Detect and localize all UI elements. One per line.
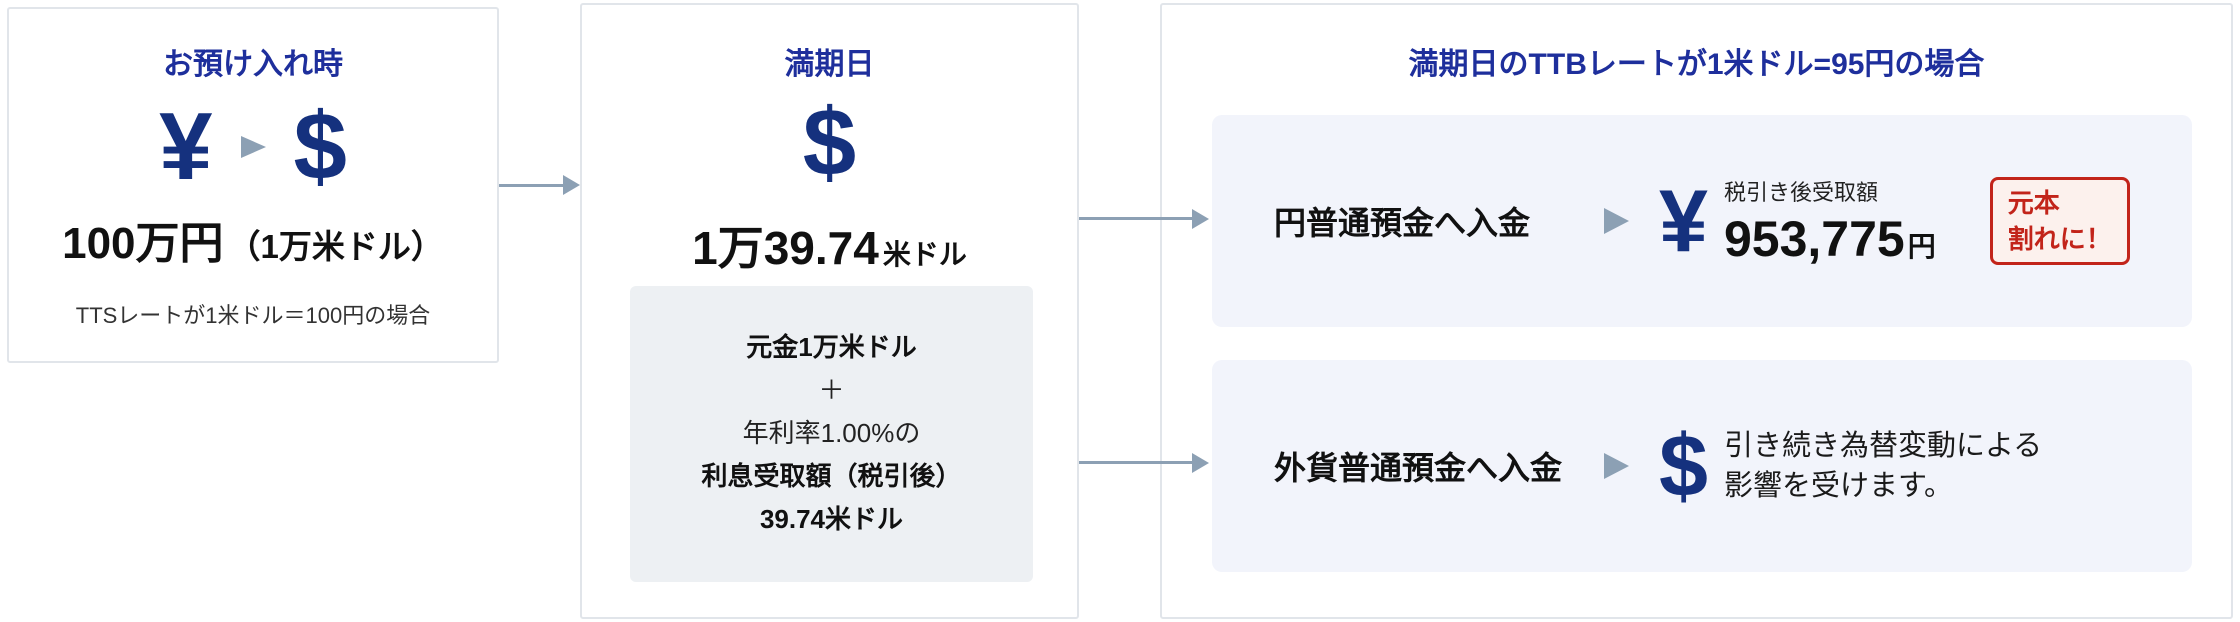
deposit-amount-jpy: 100万円 [62, 219, 224, 268]
jpy-deposit-option: 円普通預金へ入金 ¥ 税引き後受取額 953,775 円 元本 割れに！ [1212, 115, 2192, 327]
after-tax-caption: 税引き後受取額 [1723, 179, 1878, 205]
deposit-amount-usd: （1万米ドル） [227, 228, 444, 265]
deposit-time-box: お預け入れ時 ¥ $ 100万円 （1万米ドル） TTSレートが1米ドル＝100… [7, 7, 499, 363]
breakdown-interest-label: 利息受取額（税引後） [701, 461, 962, 491]
dollar-icon: $ [802, 89, 857, 196]
yen-icon: ¥ [1659, 171, 1708, 270]
connector-maturity-to-fx [1079, 461, 1194, 464]
maturity-amount: 1万39.74 米ドル [582, 212, 1077, 278]
dollar-icon: $ [293, 93, 347, 200]
maturity-box: 満期日 $ 1万39.74 米ドル 元金1万米ドル ＋ 年利率1.00%の 利息… [580, 3, 1079, 619]
fx-impact-note-line1: 引き続き為替変動による [1723, 430, 2043, 462]
arrow-right-icon [1604, 208, 1629, 234]
maturity-currency-row: $ [582, 91, 1077, 195]
arrow-right-icon [1604, 453, 1629, 479]
after-tax-result: 税引き後受取額 953,775 円 [1724, 175, 1936, 268]
jpy-deposit-label: 円普通預金へ入金 [1274, 205, 1531, 241]
scenario-title: 満期日のTTBレートが1米ドル=95円の場合 [1408, 48, 1985, 81]
maturity-scenario-box: 満期日のTTBレートが1米ドル=95円の場合 円普通預金へ入金 ¥ 税引き後受取… [1160, 3, 2233, 619]
principal-loss-badge-line2: 割れに！ [2007, 224, 2112, 254]
connector-maturity-to-jpy [1079, 217, 1194, 220]
currency-exchange-row: ¥ $ [9, 95, 497, 199]
maturity-amount-unit: 米ドル [882, 239, 967, 270]
breakdown-plus: ＋ [818, 375, 845, 405]
after-tax-amount: 953,775 円 [1724, 210, 1936, 268]
interest-breakdown-panel: 元金1万米ドル ＋ 年利率1.00%の 利息受取額（税引後） 39.74米ドル [630, 286, 1033, 582]
arrow-right-icon [240, 136, 266, 158]
connector-deposit-to-maturity [499, 184, 565, 187]
breakdown-interest-value: 39.74米ドル [759, 504, 904, 534]
fx-deposit-label: 外貨普通預金へ入金 [1274, 450, 1563, 486]
yen-icon: ¥ [159, 93, 213, 200]
breakdown-principal: 元金1万米ドル [746, 332, 917, 362]
connector-deposit-to-maturity-arrowhead-icon [563, 175, 580, 195]
jpy-deposit-row: 円普通預金へ入金 ¥ 税引き後受取額 953,775 円 元本 割れに！ [1212, 115, 2192, 327]
fx-impact-note: 引き続き為替変動による 影響を受けます。 [1724, 426, 2042, 506]
after-tax-amount-value: 953,775 [1723, 210, 1905, 267]
principal-loss-badge: 元本 割れに！ [1989, 177, 2130, 265]
tts-rate-note: TTSレートが1米ドル＝100円の場合 [75, 303, 431, 328]
maturity-title: 満期日 [784, 48, 875, 81]
deposit-amount: 100万円 （1万米ドル） [9, 207, 497, 271]
connector-maturity-to-jpy-arrowhead-icon [1192, 209, 1209, 229]
deposit-time-title: お預け入れ時 [163, 48, 343, 81]
fx-deposit-option: 外貨普通預金へ入金 $ 引き続き為替変動による 影響を受けます。 [1212, 360, 2192, 572]
connector-maturity-to-fx-arrowhead-icon [1192, 453, 1209, 473]
fx-impact-note-line2: 影響を受けます。 [1723, 470, 1954, 502]
fx-deposit-row: 外貨普通預金へ入金 $ 引き続き為替変動による 影響を受けます。 [1212, 360, 2192, 572]
principal-loss-badge-line1: 元本 [2007, 188, 2060, 218]
breakdown-rate: 年利率1.00%の [742, 418, 921, 448]
after-tax-amount-unit: 円 [1907, 230, 1936, 262]
maturity-amount-value: 1万39.74 [692, 222, 879, 274]
dollar-icon: $ [1659, 416, 1708, 515]
